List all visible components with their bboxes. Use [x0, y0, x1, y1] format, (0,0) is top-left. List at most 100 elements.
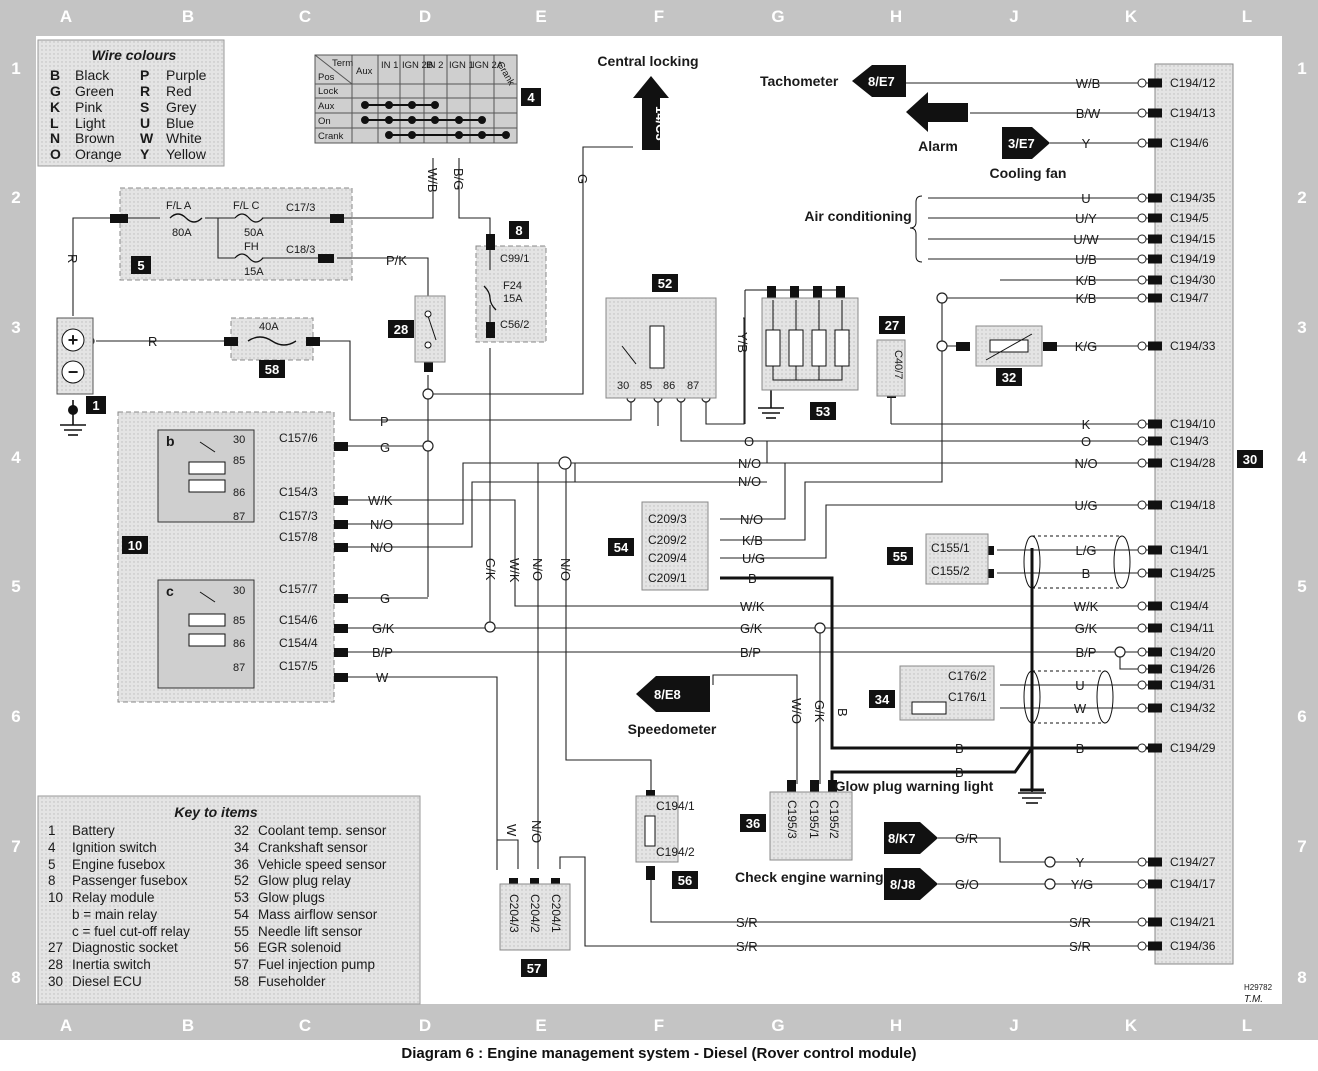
grid-col-h: H — [890, 7, 902, 26]
ecu-pin-connector — [1148, 138, 1162, 148]
tachometer-label: Tachometer — [760, 73, 839, 89]
main-relay-t85: 85 — [233, 455, 245, 467]
wc-code: N — [50, 130, 60, 146]
conn-c155-2: C155/2 — [931, 564, 970, 578]
air-conditioning-label: Air conditioning — [804, 208, 911, 224]
grid-row-4-right: 4 — [1297, 448, 1307, 467]
wire-label: B/P — [740, 645, 761, 660]
wire-label: R — [65, 254, 80, 263]
grid-col-g: G — [771, 7, 784, 26]
ecu-pin-terminal — [1137, 341, 1147, 351]
conn-c209-4: C209/4 — [648, 551, 687, 565]
thermistor-icon — [989, 339, 1029, 353]
grid-col-k: K — [1125, 7, 1138, 26]
ecu-pin-terminal — [1137, 623, 1147, 633]
grid-col-d: D — [419, 7, 431, 26]
wc-name: Brown — [75, 130, 115, 146]
cooling-fan-ref: 3/E7 — [1008, 136, 1035, 151]
wc-code: S — [140, 99, 149, 115]
maf-sensor-body — [641, 501, 709, 591]
wc-code: W — [140, 130, 154, 146]
ecu-pin-connector — [1148, 743, 1162, 753]
ecu-wire-label: W — [1074, 701, 1087, 716]
key-num: 58 — [234, 974, 249, 989]
ign-row-crank: Crank — [318, 131, 344, 142]
ecu-pin-label: C194/20 — [1170, 645, 1216, 659]
ecu-pin-terminal — [1137, 647, 1147, 657]
cooling-fan-label: Cooling fan — [990, 165, 1067, 181]
glow-plug-light-ref: 8/K7 — [888, 831, 915, 846]
egr-body — [635, 795, 679, 863]
key-name: EGR solenoid — [258, 940, 341, 955]
key-num: 5 — [48, 857, 56, 872]
key-name: b = main relay — [72, 907, 157, 922]
ign-header-in1: IN 1 — [381, 60, 398, 71]
badge-passenger-fusebox: 8 — [515, 223, 522, 238]
wc-code: K — [50, 99, 60, 115]
conn-c176-2: C176/2 — [948, 669, 987, 683]
wire-label: P — [380, 414, 389, 429]
ecu-pin-connector — [1148, 623, 1162, 633]
fuse-fh-rating: 15A — [244, 266, 264, 278]
ecu-wire-label: G/K — [1075, 621, 1098, 636]
wire-label: P/K — [386, 253, 407, 268]
conn-c194-2: C194/2 — [656, 845, 695, 859]
ecu-wire-label: K/G — [1075, 339, 1097, 354]
wc-name: Green — [75, 83, 114, 99]
tachometer-ref: 8/E7 — [868, 74, 895, 89]
ecu-pin-terminal — [1137, 193, 1147, 203]
grid-col-b: B — [182, 7, 194, 26]
wire-label: B/P — [372, 645, 393, 660]
wire-label: G — [380, 440, 390, 455]
ecu-pin-terminal — [1137, 941, 1147, 951]
battery: + − — [56, 317, 94, 415]
ign-header-pos: Pos — [318, 72, 335, 83]
key-name: Fuseholder — [258, 974, 326, 989]
main-relay-body — [157, 429, 255, 523]
check-engine-light-arrow — [884, 868, 938, 900]
relay-switch-icon — [199, 591, 216, 603]
wc-code: R — [140, 83, 150, 99]
fuel-injection-pump: C204/3 C204/2 C204/1 — [499, 883, 571, 951]
ecu-wire-label: U/G — [1074, 498, 1097, 513]
wc-name: Black — [75, 67, 110, 83]
badge-diesel-ecu: 30 — [1243, 452, 1257, 467]
main-relay-t86: 86 — [233, 487, 245, 499]
key-name: Needle lift sensor — [258, 924, 363, 939]
ecu-pins: C194/12W/BC194/13B/WC194/6YC194/35UC194/… — [1069, 76, 1216, 954]
ecu-pin-terminal — [1137, 664, 1147, 674]
wc-code: G — [50, 83, 61, 99]
wire-label: S/R — [736, 915, 758, 930]
conn-c40-7: C40/7 — [892, 350, 904, 379]
ecu-pin-label: C194/32 — [1170, 701, 1216, 715]
wire-label: W/B — [425, 168, 440, 193]
ecu-pin-terminal — [1137, 458, 1147, 468]
grid-col-l-bottom: L — [1242, 1016, 1252, 1035]
switch-contact-point-icon — [424, 341, 432, 349]
key-name: Vehicle speed sensor — [258, 857, 387, 872]
ecu-pin-connector — [1148, 568, 1162, 578]
key-name: Fuel injection pump — [258, 957, 375, 972]
ecu-pin-label: C194/30 — [1170, 273, 1216, 287]
grid-row-3-right: 3 — [1297, 318, 1306, 337]
badge-glow-plug-relay: 52 — [658, 276, 672, 291]
wc-code: B — [50, 67, 60, 83]
ecu-pin-connector — [1148, 193, 1162, 203]
grid-col-j-bottom: J — [1009, 1016, 1018, 1035]
ecu-pin-connector — [1148, 917, 1162, 927]
badge-diagnostic-socket: 27 — [885, 318, 899, 333]
fuse-fh-label: FH — [244, 241, 259, 253]
conn-c195-2: C195/2 — [827, 800, 841, 839]
conn-c157-8: C157/8 — [279, 530, 318, 544]
ecu-pin-label: C194/31 — [1170, 678, 1216, 692]
ecu-pin-connector — [1148, 647, 1162, 657]
wire-label: W/K — [368, 493, 393, 508]
central-locking-arrow — [633, 76, 669, 150]
ecu-pin-label: C194/18 — [1170, 498, 1216, 512]
ecu-wire-label: B — [1076, 741, 1085, 756]
ign-header-ign1: IGN 1 — [449, 60, 474, 71]
ecu-pin-terminal — [1137, 108, 1147, 118]
ecu-pin-label: C194/7 — [1170, 291, 1209, 305]
ecu-pin-terminal — [1137, 879, 1147, 889]
